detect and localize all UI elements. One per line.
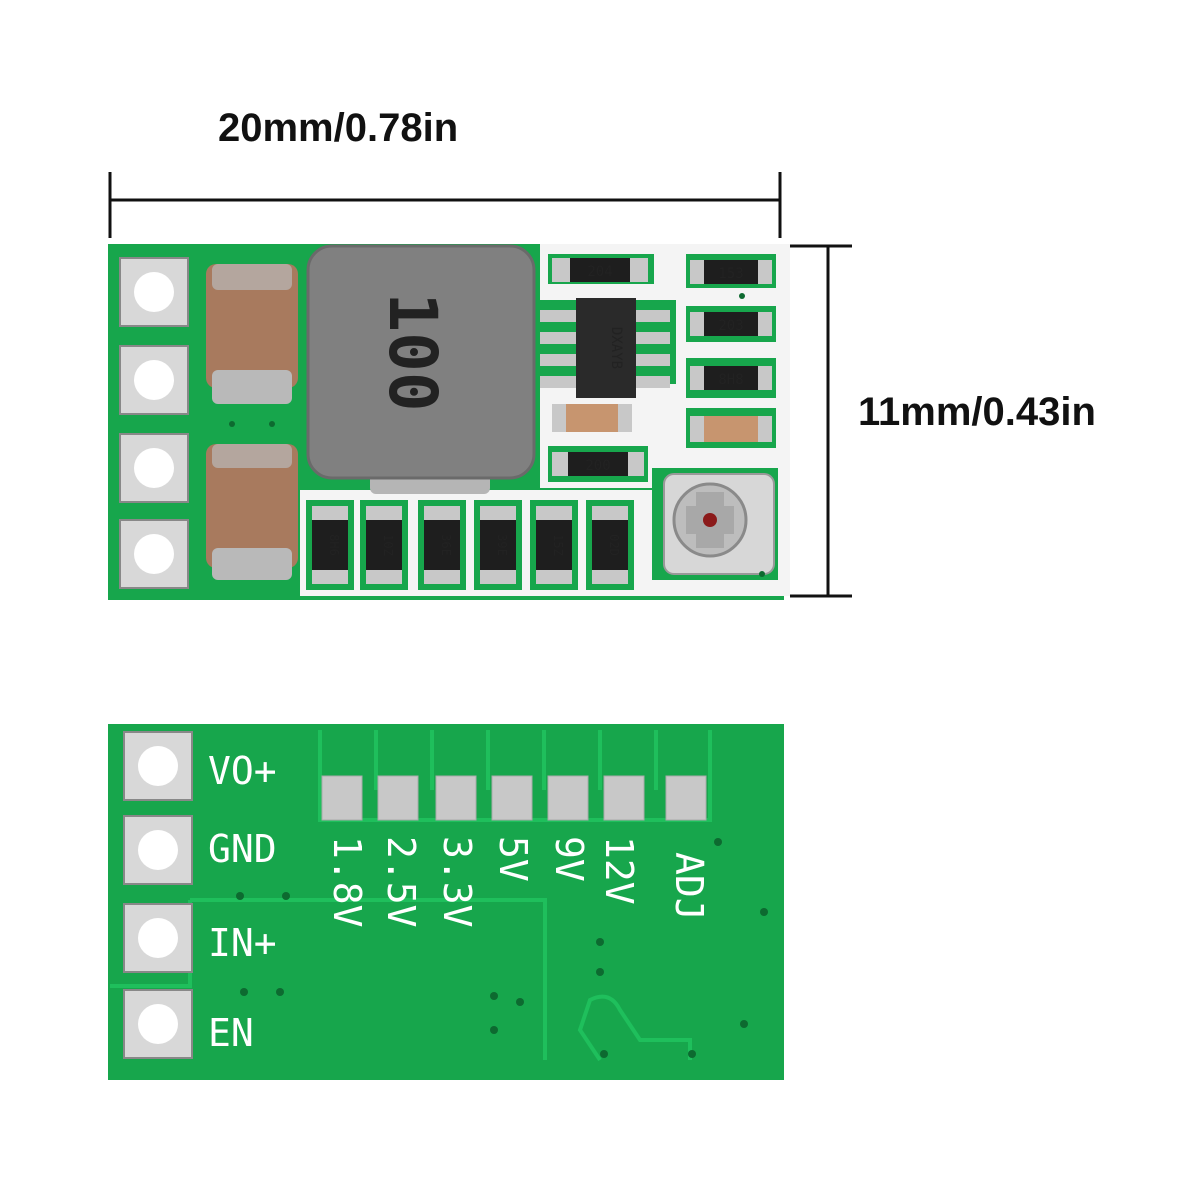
solder-jumper-pads	[321, 775, 707, 821]
capacitor-small	[690, 416, 772, 442]
front-pcb: 100 DXAYB 204 153	[108, 244, 790, 600]
back-pin-pads	[123, 731, 193, 1059]
svg-text:02D: 02D	[607, 534, 621, 556]
svg-text:8H6: 8H6	[327, 534, 341, 556]
ic-chip: DXAYB	[540, 298, 670, 398]
capacitor-small	[552, 404, 632, 432]
svg-text:36E: 36E	[439, 534, 453, 556]
svg-text:153: 153	[718, 266, 743, 282]
voltage-option-labels: 1.8V 2.5V 3.3V 5V 9V 12V ADJ	[325, 836, 711, 928]
svg-text:39E: 39E	[495, 534, 509, 556]
svg-text:204: 204	[587, 264, 612, 280]
voltage-label-1v8: 1.8V	[325, 836, 369, 928]
resistor-10z: 10Z	[366, 506, 402, 584]
voltage-label-2v5: 2.5V	[379, 836, 423, 928]
capacitor	[206, 264, 298, 404]
resistor-15z: 15Z	[536, 506, 572, 584]
resistor-39e: 39E	[480, 506, 516, 584]
svg-text:15Z: 15Z	[551, 534, 565, 556]
front-pin-pads	[119, 257, 189, 589]
resistor-204: 204	[552, 258, 648, 282]
inductor-marking: 100	[374, 292, 451, 411]
height-dimension-line	[790, 244, 852, 598]
height-dimension-label: 11mm/0.43in	[858, 390, 1096, 434]
width-dimension-line	[108, 172, 782, 238]
voltage-label-5v: 5V	[491, 836, 535, 882]
resistor-02d: 02D	[592, 506, 628, 584]
capacitor	[206, 444, 298, 580]
resistor-36e: 36E	[424, 506, 460, 584]
back-pcb: VO+ GND IN+ EN 1.8V 2.5V 3.3V 5V 9V 12V …	[108, 724, 784, 1080]
inductor: 100	[306, 244, 536, 494]
resistor-8h6: 8H6	[312, 506, 348, 584]
resistor-8h8: 8H8	[690, 366, 772, 390]
pin-label-en: EN	[208, 1011, 254, 1055]
potentiometer	[663, 473, 775, 575]
resistor-row: 8H6 10Z 36E 39E 15Z 02D	[312, 506, 628, 584]
voltage-label-12v: 12V	[597, 836, 641, 905]
voltage-label-adj: ADJ	[667, 852, 711, 921]
svg-text:10Z: 10Z	[381, 534, 395, 556]
voltage-label-9v: 9V	[547, 836, 591, 882]
pin-label-gnd: GND	[208, 827, 277, 871]
ic-marking: DXAYB	[608, 327, 624, 369]
resistor-203: 203	[690, 312, 772, 336]
svg-text:203: 203	[718, 318, 743, 334]
svg-text:200: 200	[585, 458, 610, 474]
voltage-label-3v3: 3.3V	[435, 836, 479, 928]
pin-label-in-plus: IN+	[208, 921, 277, 965]
resistor-153: 153	[690, 260, 772, 284]
resistor-200: 200	[552, 452, 644, 476]
width-dimension-label: 20mm/0.78in	[218, 106, 459, 150]
pin-label-vo-plus: VO+	[208, 749, 277, 793]
svg-text:8H8: 8H8	[718, 372, 743, 388]
